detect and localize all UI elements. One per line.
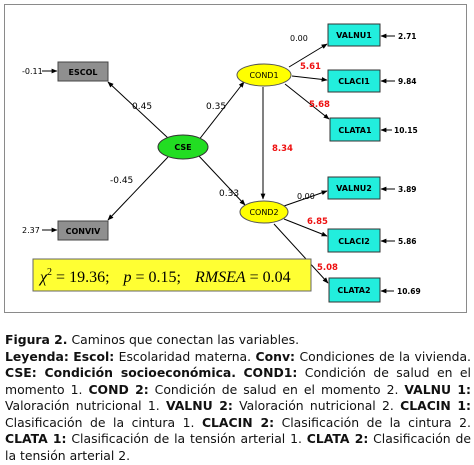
coef-cse-conviv: -0.45 xyxy=(110,176,133,186)
clata2-box xyxy=(328,277,381,303)
coef-cond1-cond2: 8.34 xyxy=(272,144,293,154)
coef-cond2-valnu2: 0.00 xyxy=(297,192,315,201)
rmsea-value: = 0.04 xyxy=(246,269,291,286)
escol-box xyxy=(57,61,109,82)
cond1-caption-text: Condición de salud en el momento 1. xyxy=(5,365,471,397)
escol-caption-text: Escolaridad materna. xyxy=(114,348,256,364)
edge-cse-conviv xyxy=(107,156,169,221)
conviv-box xyxy=(57,220,109,241)
cse-caption-label: CSE: Condición socioeconómica. xyxy=(5,365,236,380)
edge-cond1-valnu1 xyxy=(288,43,328,68)
edge-cond2-clacin2 xyxy=(283,218,328,237)
coef-cond1-clata1: 5.68 xyxy=(309,100,330,110)
rmsea-symbol: RMSEA xyxy=(194,269,246,286)
clacin2-label: CLACI2 xyxy=(338,237,370,246)
edge-cond2-clata2 xyxy=(273,223,329,284)
clata2-caption-label: CLATA 2: xyxy=(306,431,369,446)
p-value: = 0.15; xyxy=(132,269,181,286)
clata1-box xyxy=(329,117,381,142)
error-value-escol: -0.11 xyxy=(22,67,43,76)
p-symbol: p xyxy=(123,269,132,286)
cond2-caption-text: Condición de salud en el momento 2. xyxy=(148,381,405,397)
conv-caption-text: Condiciones de la vivienda. xyxy=(295,348,471,364)
legend-label: Leyenda: xyxy=(5,348,69,364)
clata2-caption-text: Clasificación de la tensión arterial 2. xyxy=(5,431,471,463)
chi-exponent: 2 xyxy=(47,267,52,278)
fit-stats-box xyxy=(32,258,312,292)
error-value-valnu1: 2.71 xyxy=(398,32,417,41)
cond2-label: COND2 xyxy=(249,208,278,217)
valnu1-caption-label: VALNU 1: xyxy=(404,381,472,397)
coef-cond2-clata2: 5.08 xyxy=(317,263,338,273)
clata1-caption-text: Clasificación de la tensión arterial 1. xyxy=(66,431,307,446)
valnu1-label: VALNU1 xyxy=(336,31,372,40)
clacin1-caption-text: Clasificación de la cintura 1. xyxy=(5,414,202,430)
valnu2-caption-text: Valoración nutricional 2. xyxy=(232,398,401,413)
clacin2-caption-label: CLACIN 2: xyxy=(201,414,275,430)
cond2-node xyxy=(239,200,289,224)
valnu2-caption-label: VALNU 2: xyxy=(165,398,233,413)
coef-cond1-clacin1: 5.61 xyxy=(300,62,321,72)
valnu2-label: VALNU2 xyxy=(336,184,372,193)
cond1-node xyxy=(236,63,292,87)
clata1-caption-label: CLATA 1: xyxy=(5,431,67,446)
cond1-caption-label: COND1: xyxy=(243,365,298,380)
figure-label: Figura 2. xyxy=(5,332,68,347)
error-value-clata2: 10.69 xyxy=(397,287,421,296)
conviv-label: CONVIV xyxy=(66,227,102,236)
error-value-clata1: 10.15 xyxy=(394,126,418,135)
edge-cse-cond2 xyxy=(197,154,246,206)
cse-node xyxy=(157,134,209,160)
path-diagram: ESCOL CONVIV CSE COND1 COND2 VALNU1 CLAC… xyxy=(22,23,421,303)
clacin2-caption-text: Clasificación de la cintura 2. xyxy=(274,414,471,430)
clacin1-caption-label: CLACIN 1: xyxy=(400,398,471,413)
cse-label: CSE xyxy=(174,143,191,152)
conv-caption-label: Conv: xyxy=(255,348,296,364)
chi-symbol: χ xyxy=(38,269,48,286)
cond2-caption-label: COND 2: xyxy=(88,381,149,397)
error-value-valnu2: 3.89 xyxy=(398,185,417,194)
coef-cse-escol: 0.45 xyxy=(132,102,152,112)
edge-cse-cond1 xyxy=(197,81,245,142)
valnu1-caption-text: Valoración nutricional 1. xyxy=(5,398,166,413)
error-value-clacin1: 9.84 xyxy=(398,77,417,86)
figure-caption: Figura 2. Caminos que conectan las varia… xyxy=(5,332,471,464)
escol-label: ESCOL xyxy=(69,68,98,77)
valnu2-box xyxy=(327,176,381,200)
chi-value: = 19.36; xyxy=(52,269,109,286)
clacin2-box xyxy=(327,228,381,253)
coef-cse-cond1: 0.35 xyxy=(206,102,226,112)
valnu1-box xyxy=(327,23,381,47)
fit-stats-text: χ2 = 19.36; p = 0.15; RMSEA = 0.04 xyxy=(38,267,291,286)
edge-cond1-clacin1 xyxy=(291,75,328,82)
clacin1-label: CLACI1 xyxy=(338,77,370,86)
clacin1-box xyxy=(327,69,381,93)
cond1-label: COND1 xyxy=(249,71,278,80)
coef-cond2-clacin2: 6.85 xyxy=(307,217,328,227)
error-value-clacin2: 5.86 xyxy=(398,237,417,246)
edge-cond1-clata1 xyxy=(284,83,330,120)
figure-text: Caminos que conectan las variables. xyxy=(67,332,300,347)
escol-caption-label: Escol: xyxy=(73,348,115,364)
clata2-label: CLATA2 xyxy=(337,286,370,295)
error-value-conviv: 2.37 xyxy=(22,226,40,235)
coef-cse-cond2: 0.33 xyxy=(219,189,239,199)
clata1-label: CLATA1 xyxy=(338,126,372,135)
coef-cond1-valnu1: 0.00 xyxy=(290,34,308,43)
edge-cse-escol xyxy=(107,81,169,139)
edge-cond2-valnu2 xyxy=(283,190,328,207)
